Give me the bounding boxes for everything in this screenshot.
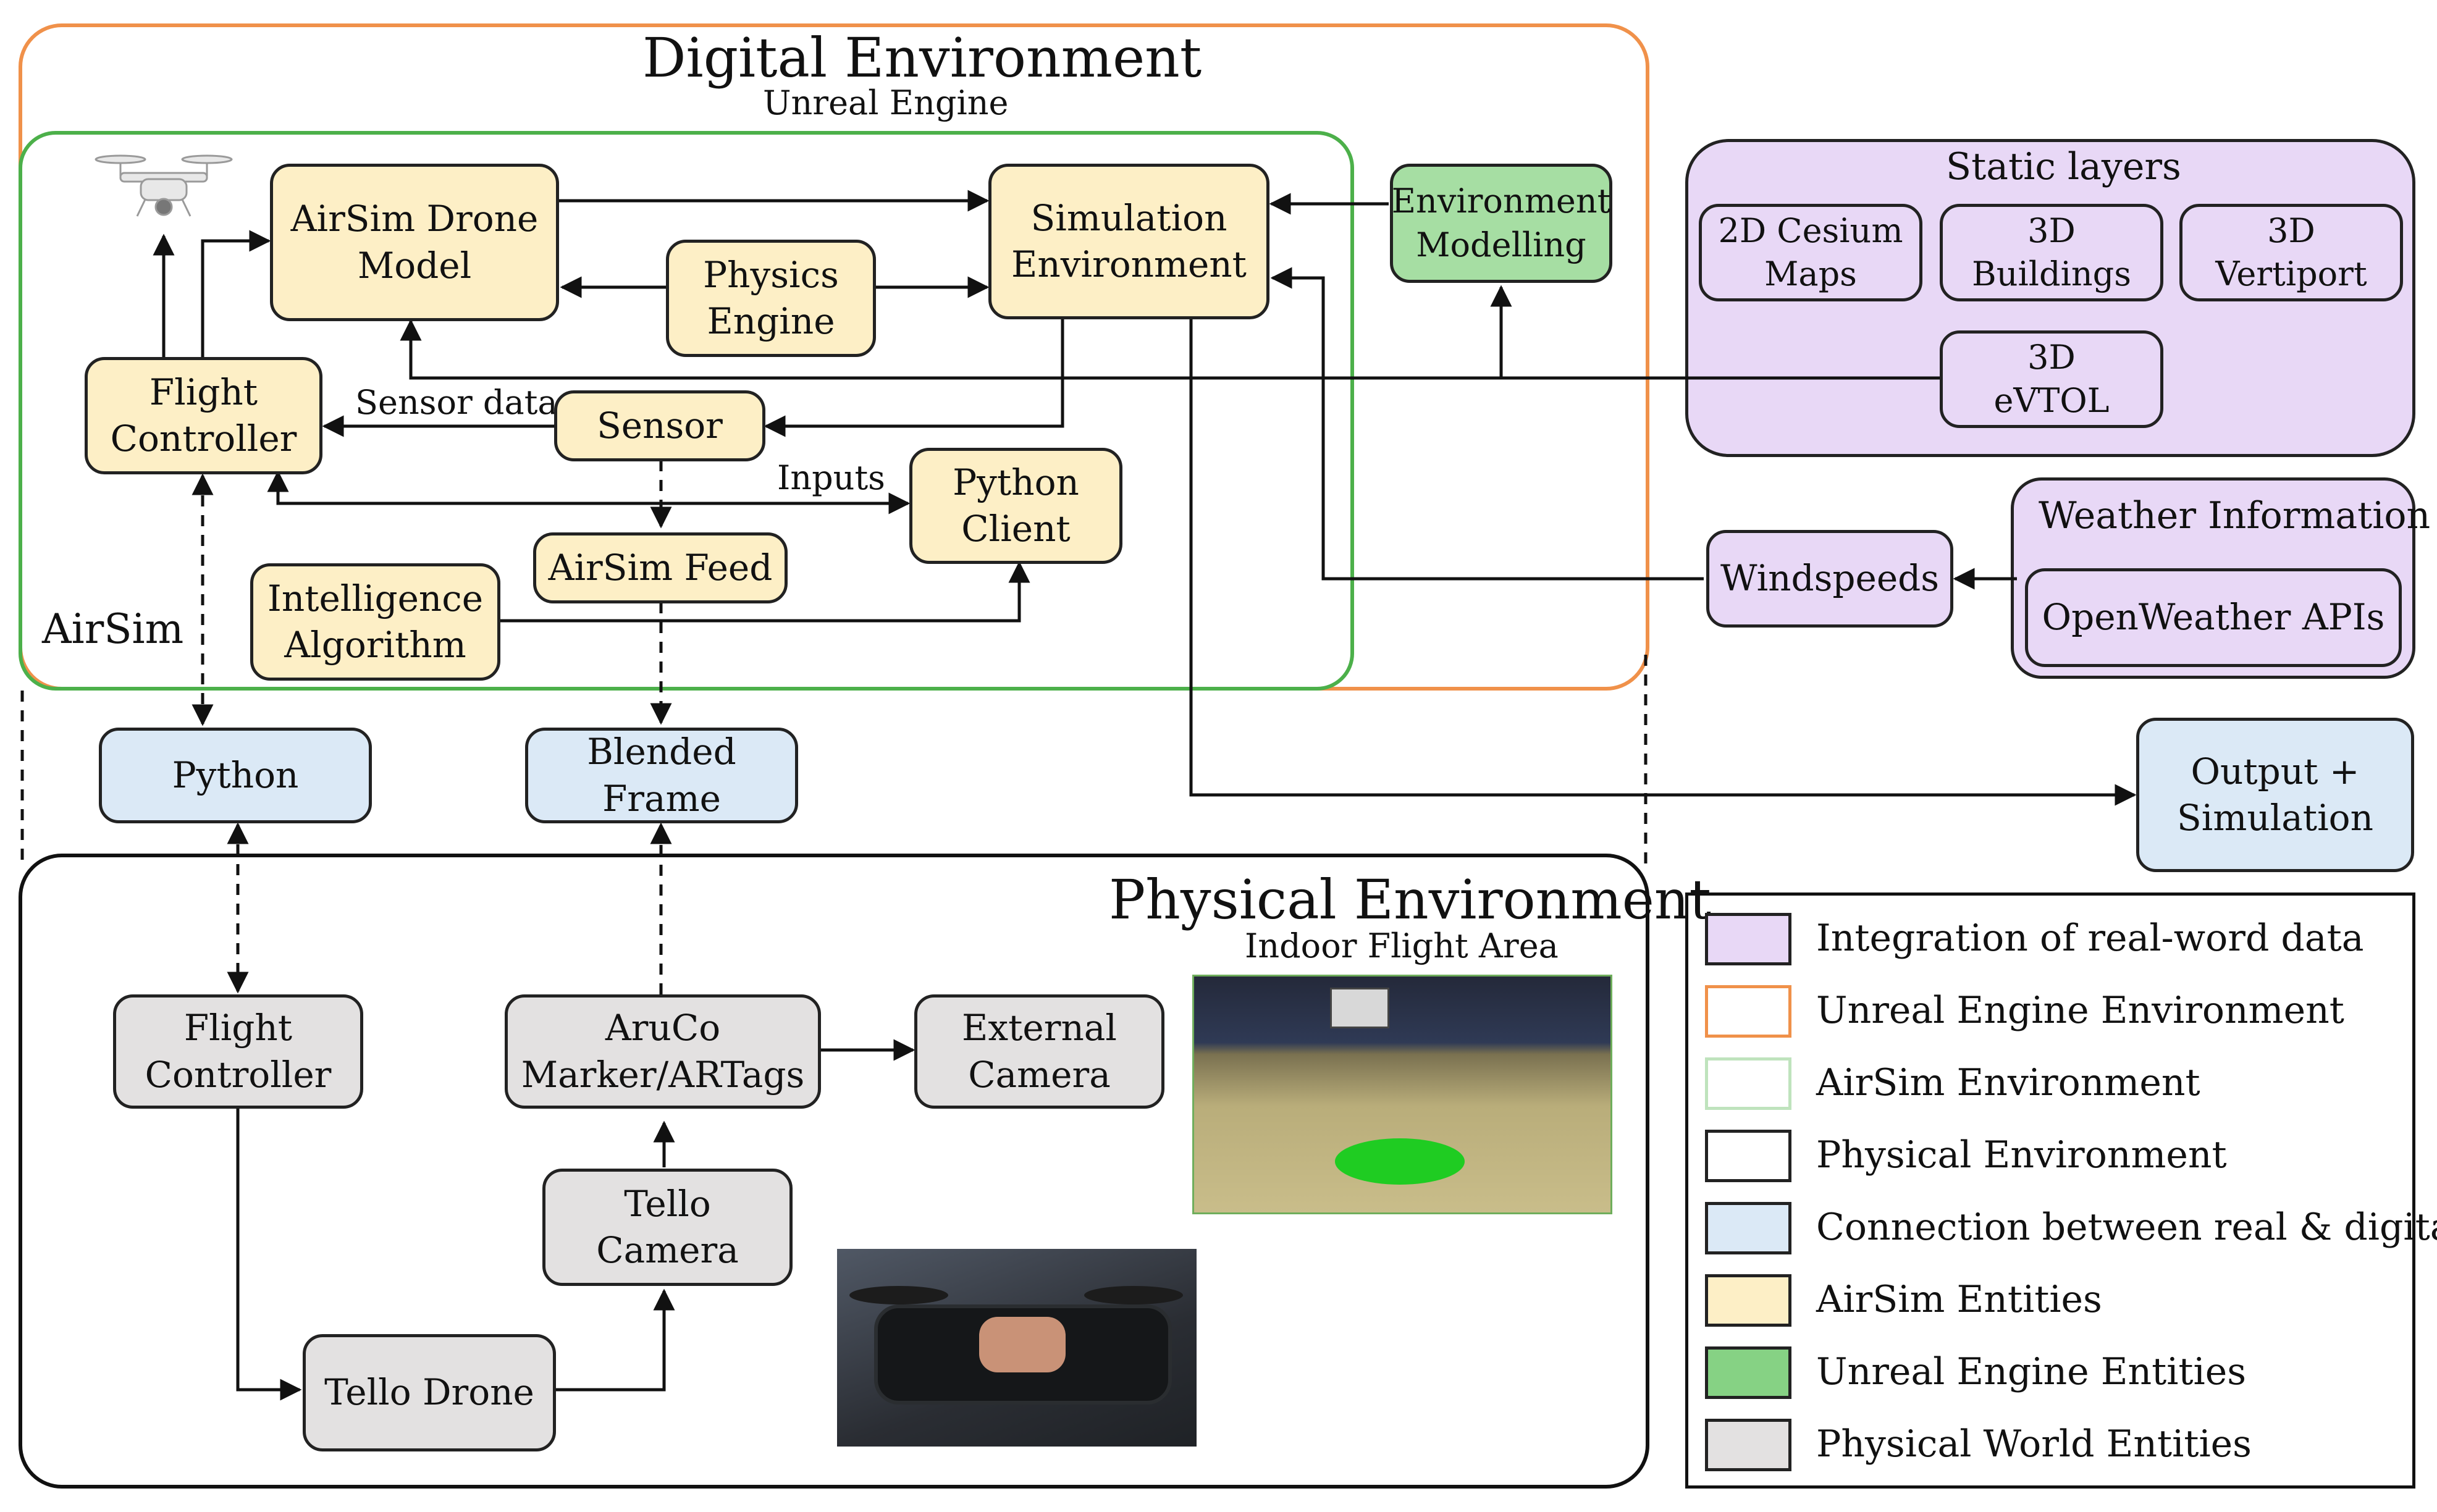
simulation-environment-line2: Environment <box>1011 243 1247 285</box>
physical-environment-subtitle: Indoor Flight Area <box>1245 926 1559 965</box>
flight-controller-phys-line2: Controller <box>145 1053 332 1096</box>
legend-swatch <box>1705 1274 1791 1327</box>
intelligence-algorithm-line2: Algorithm <box>284 624 466 666</box>
legend <box>1685 892 2415 1489</box>
tello-camera-line2: Camera <box>596 1229 739 1271</box>
environment-modelling-node: Environment Modelling <box>1390 164 1612 283</box>
airsim-feed-node: AirSim Feed <box>533 532 788 603</box>
intelligence-algorithm-line1: Intelligence <box>267 577 484 620</box>
legend-swatch <box>1705 1057 1791 1110</box>
digital-environment-subtitle: Unreal Engine <box>763 83 1009 122</box>
vertiport-node: 3D Vertiport <box>2179 204 2403 301</box>
simulation-environment-line1: Simulation <box>1030 196 1227 239</box>
vertiport-line2: Vertiport <box>2215 254 2367 293</box>
intelligence-algorithm-node: Intelligence Algorithm <box>250 563 500 681</box>
drone-icon <box>95 154 233 217</box>
weather-information-title: Weather Information <box>2039 494 2431 537</box>
physical-environment-title: Physical Environment <box>1109 868 1711 931</box>
tello-drone-photo <box>837 1249 1197 1447</box>
legend-label: Unreal Engine Environment <box>1816 989 2344 1032</box>
cesium-maps-line1: 2D Cesium <box>1718 211 1903 250</box>
flight-controller-sim-line2: Controller <box>110 418 297 460</box>
sensor-data-label: Sensor data <box>355 383 558 422</box>
airsim-drone-model-line2: Model <box>357 244 472 287</box>
flight-controller-phys-line1: Flight <box>183 1007 293 1049</box>
tello-drone-line1: Tello Drone <box>324 1371 534 1414</box>
indoor-flight-area-photo <box>1192 975 1612 1214</box>
physics-engine-line1: Physics <box>703 253 839 296</box>
external-camera-line1: External <box>962 1007 1117 1049</box>
aruco-line1: AruCo <box>605 1007 721 1049</box>
airsim-drone-model-line1: AirSim Drone <box>290 198 539 240</box>
static-layers-title: Static layers <box>1946 145 2181 188</box>
environment-modelling-line1: Environment <box>1391 182 1611 221</box>
aruco-node: AruCo Marker/ARTags <box>505 994 821 1109</box>
vertiport-line1: 3D <box>2267 211 2315 250</box>
legend-swatch <box>1705 1130 1791 1182</box>
windspeeds-line1: Windspeeds <box>1720 557 1940 600</box>
python-client-line1: Python <box>953 461 1079 503</box>
legend-swatch <box>1705 1202 1791 1254</box>
legend-label: Connection between real & digital <box>1816 1206 2437 1249</box>
evtol-line1: 3D <box>2027 337 2076 377</box>
output-simulation-line2: Simulation <box>2177 797 2373 839</box>
legend-swatch <box>1705 913 1791 965</box>
sensor-node: Sensor <box>554 390 765 461</box>
simulation-environment-node: Simulation Environment <box>988 164 1269 319</box>
legend-label: Unreal Engine Entities <box>1816 1350 2247 1393</box>
evtol-line2: eVTOL <box>1993 381 2110 420</box>
physical-environment-region <box>19 854 1649 1489</box>
legend-swatch <box>1705 985 1791 1038</box>
blended-frame-line1: Blended <box>587 731 736 773</box>
python-node: Python <box>99 728 372 823</box>
legend-label: Integration of real-word data <box>1816 917 2364 960</box>
blended-frame-line2: Frame <box>602 777 721 820</box>
aruco-line2: Marker/ARTags <box>521 1053 805 1096</box>
flight-controller-phys-node: Flight Controller <box>113 994 363 1109</box>
legend-swatch <box>1705 1419 1791 1471</box>
physics-engine-line2: Engine <box>707 300 835 342</box>
external-camera-node: External Camera <box>914 994 1164 1109</box>
buildings-node: 3D Buildings <box>1940 204 2163 301</box>
legend-label: Physical Environment <box>1816 1133 2227 1177</box>
cesium-maps-line2: Maps <box>1764 254 1857 293</box>
airsim-drone-model-node: AirSim Drone Model <box>270 164 559 321</box>
output-simulation-line1: Output + <box>2191 750 2360 792</box>
evtol-node: 3D eVTOL <box>1940 330 2163 428</box>
legend-swatch <box>1705 1346 1791 1399</box>
buildings-line1: 3D <box>2027 211 2076 250</box>
windspeeds-node: Windspeeds <box>1706 530 1953 628</box>
external-camera-line2: Camera <box>968 1053 1111 1096</box>
flight-controller-sim-line1: Flight <box>149 371 258 413</box>
blended-frame-node: Blended Frame <box>525 728 798 823</box>
python-line1: Python <box>172 754 299 796</box>
digital-environment-title: Digital Environment <box>642 26 1202 90</box>
airsim-environment-region <box>19 131 1354 691</box>
environment-modelling-line2: Modelling <box>1416 225 1586 264</box>
buildings-line2: Buildings <box>1972 254 2131 293</box>
legend-label: Physical World Entities <box>1816 1422 2252 1466</box>
airsim-label: AirSim <box>42 605 184 653</box>
legend-label: AirSim Entities <box>1816 1278 2102 1321</box>
tello-camera-line1: Tello <box>624 1182 711 1225</box>
sensor-line1: Sensor <box>597 404 723 447</box>
openweather-line1: OpenWeather APIs <box>2042 596 2385 639</box>
airsim-feed-line1: AirSim Feed <box>548 546 773 589</box>
openweather-node: OpenWeather APIs <box>2025 568 2402 667</box>
python-client-line2: Client <box>961 508 1071 550</box>
physics-engine-node: Physics Engine <box>666 240 876 357</box>
legend-label: AirSim Environment <box>1816 1061 2200 1104</box>
flight-controller-sim-node: Flight Controller <box>85 357 322 474</box>
tello-camera-node: Tello Camera <box>542 1169 793 1286</box>
cesium-maps-node: 2D Cesium Maps <box>1699 204 1922 301</box>
python-client-node: Python Client <box>909 448 1122 564</box>
tello-drone-node: Tello Drone <box>303 1334 556 1451</box>
output-simulation-node: Output + Simulation <box>2136 718 2414 872</box>
